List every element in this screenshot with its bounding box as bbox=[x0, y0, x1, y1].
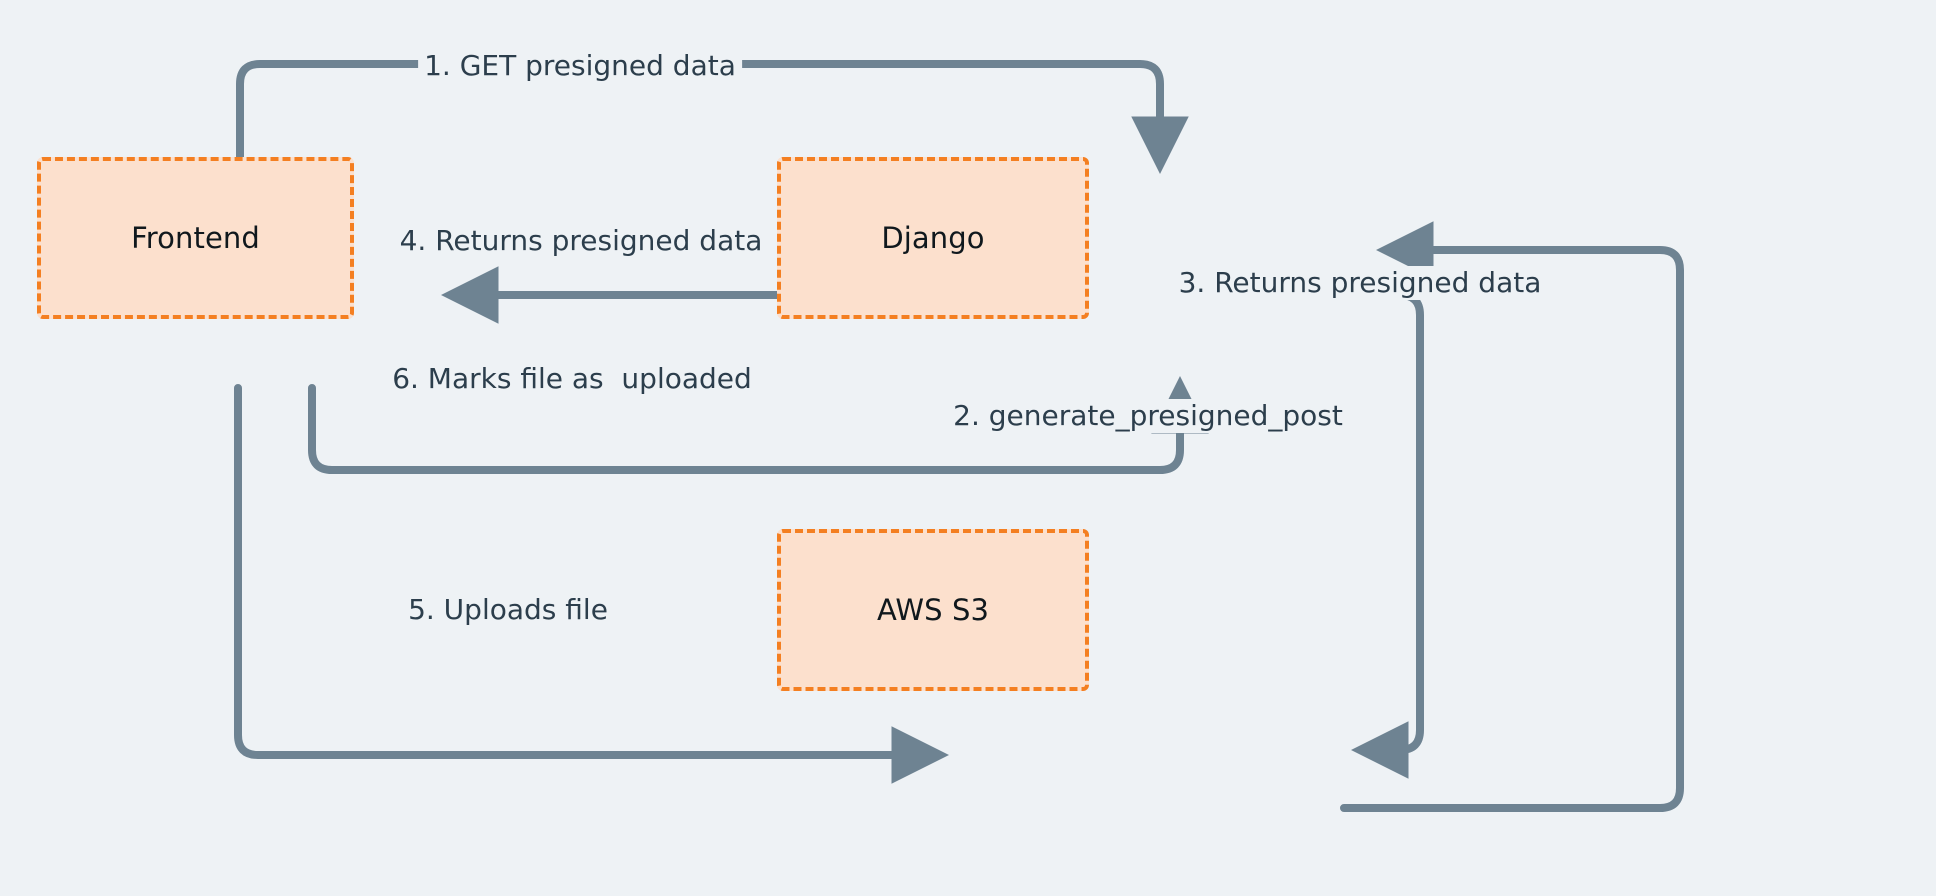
node-django-label: Django bbox=[881, 221, 985, 255]
edge-6-path bbox=[308, 375, 1209, 474]
edge-label-6: 6. Marks file as uploaded bbox=[386, 362, 758, 396]
edge-label-2: 2. generate_presigned_post bbox=[947, 399, 1349, 433]
edge-label-3: 3. Returns presigned data bbox=[1172, 266, 1548, 300]
node-django[interactable]: Django bbox=[777, 157, 1089, 319]
node-frontend[interactable]: Frontend bbox=[37, 157, 354, 319]
node-aws-s3[interactable]: AWS S3 bbox=[777, 529, 1089, 691]
edge-2-path bbox=[1340, 291, 1424, 779]
edge-label-4: 4. Returns presigned data bbox=[393, 224, 769, 258]
node-aws-s3-label: AWS S3 bbox=[876, 593, 989, 627]
edge-5-path bbox=[234, 384, 950, 784]
edge-label-1: 1. GET presigned data bbox=[418, 49, 742, 83]
edge-3-path bbox=[1340, 221, 1684, 812]
node-frontend-label: Frontend bbox=[131, 221, 260, 255]
edge-label-5: 5. Uploads file bbox=[402, 593, 614, 627]
